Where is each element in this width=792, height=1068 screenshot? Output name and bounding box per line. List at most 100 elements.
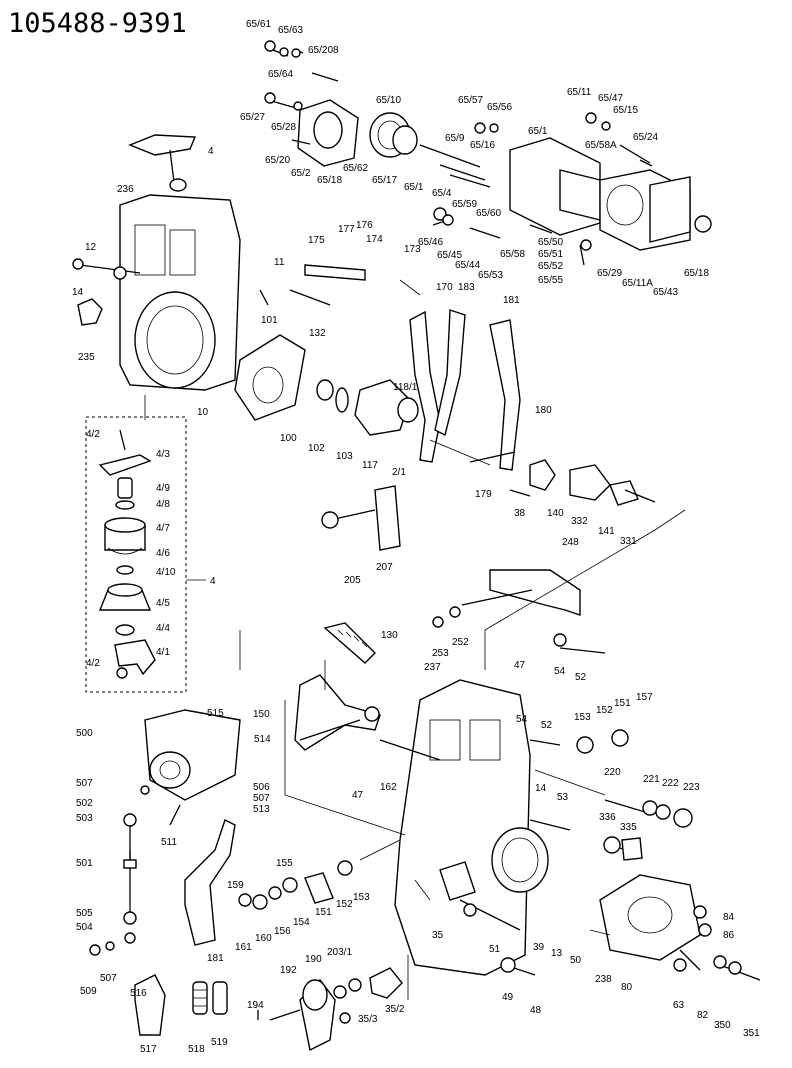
label-222: 222 — [662, 778, 679, 789]
label-203-1: 203/1 — [327, 947, 352, 958]
label-65-62: 65/62 — [343, 163, 368, 174]
label-11: 11 — [274, 257, 285, 268]
label-236: 236 — [117, 184, 134, 195]
label-14a: 14 — [72, 287, 84, 298]
label-152a: 152 — [596, 705, 613, 716]
label-65-58: 65/58 — [500, 249, 525, 260]
governor-levers — [409, 309, 656, 506]
governor-housing — [72, 134, 241, 391]
label-63: 63 — [673, 1000, 685, 1011]
label-223: 223 — [683, 782, 700, 793]
label-350: 350 — [714, 1020, 731, 1031]
label-4-10: 4/10 — [156, 567, 176, 578]
label-48: 48 — [530, 1005, 542, 1016]
label-101: 101 — [261, 315, 278, 326]
label-501: 501 — [76, 858, 93, 869]
label-504: 504 — [76, 922, 93, 933]
label-65-57: 65/57 — [458, 95, 483, 106]
label-82: 82 — [697, 1010, 709, 1021]
label-162: 162 — [380, 782, 397, 793]
label-140: 140 — [547, 508, 564, 519]
label-159: 159 — [227, 880, 244, 891]
label-205: 205 — [344, 575, 361, 586]
label-65-16: 65/16 — [470, 140, 495, 151]
label-335: 335 — [620, 822, 637, 833]
label-65-63: 65/63 — [278, 25, 303, 36]
label-173: 173 — [404, 244, 421, 255]
label-65-64: 65/64 — [268, 69, 293, 80]
top-solenoid-assembly — [264, 40, 712, 266]
label-151a: 151 — [614, 698, 631, 709]
label-180: 180 — [535, 405, 552, 416]
label-179: 179 — [475, 489, 492, 500]
label-509: 509 — [80, 986, 97, 997]
label-103: 103 — [336, 451, 353, 462]
label-39: 39 — [533, 942, 545, 953]
label-65-20: 65/20 — [265, 155, 290, 166]
label-157: 157 — [636, 692, 653, 703]
label-102: 102 — [308, 443, 325, 454]
label-50: 50 — [570, 955, 582, 966]
sub-assembly-4-box — [85, 416, 187, 693]
right-lower-cover — [599, 799, 761, 981]
label-248: 248 — [562, 537, 579, 548]
label-4-8: 4/8 — [156, 499, 170, 510]
label-207: 207 — [376, 562, 393, 573]
label-10: 10 — [197, 407, 209, 418]
label-515: 515 — [207, 708, 224, 719]
label-65-58a: 65/58A — [585, 140, 617, 151]
label-513: 513 — [253, 804, 270, 815]
label-502: 502 — [76, 798, 93, 809]
label-4-7: 4/7 — [156, 523, 170, 534]
label-65-4: 65/4 — [432, 188, 452, 199]
label-65-53: 65/53 — [478, 270, 503, 281]
label-161: 161 — [235, 942, 252, 953]
label-86: 86 — [723, 930, 735, 941]
label-237: 237 — [424, 662, 441, 673]
label-80: 80 — [621, 982, 633, 993]
label-4-4: 4/4 — [156, 623, 170, 634]
label-153b: 153 — [353, 892, 370, 903]
label-52b: 52 — [541, 720, 553, 731]
label-65-9: 65/9 — [445, 133, 465, 144]
label-517: 517 — [140, 1044, 157, 1055]
label-65-1: 65/1 — [528, 126, 548, 137]
label-155: 155 — [276, 858, 293, 869]
label-12: 12 — [85, 242, 97, 253]
label-4-1: 4/1 — [156, 647, 170, 658]
label-47a: 47 — [514, 660, 526, 671]
label-65-1a: 65/1 — [404, 182, 424, 193]
label-65-46: 65/46 — [418, 237, 443, 248]
label-4-9: 4/9 — [156, 483, 170, 494]
label-331: 331 — [620, 536, 637, 547]
lever-150 — [294, 674, 381, 751]
label-84: 84 — [723, 912, 735, 923]
label-4-top: 4 — [208, 146, 214, 157]
label-35-3: 35/3 — [358, 1014, 378, 1025]
label-4-5: 4/5 — [156, 598, 170, 609]
label-154: 154 — [293, 917, 310, 928]
label-65-61: 65/61 — [246, 19, 271, 30]
label-220: 220 — [604, 767, 621, 778]
label-65-43: 65/43 — [653, 287, 678, 298]
label-235: 235 — [78, 352, 95, 363]
label-49: 49 — [502, 992, 514, 1003]
label-65-10: 65/10 — [376, 95, 401, 106]
label-177: 177 — [338, 224, 355, 235]
label-332: 332 — [571, 516, 588, 527]
label-194: 194 — [247, 1000, 264, 1011]
label-65-50: 65/50 — [538, 237, 563, 248]
label-35-2: 35/2 — [385, 1004, 405, 1015]
label-221: 221 — [643, 774, 660, 785]
bottom-190-series — [257, 899, 536, 1052]
flyweight-assembly — [234, 264, 419, 436]
label-65-52: 65/52 — [538, 261, 563, 272]
label-519: 519 — [211, 1037, 228, 1048]
label-253: 253 — [432, 648, 449, 659]
label-54b: 54 — [516, 714, 528, 725]
label-65-18b: 65/18 — [684, 268, 709, 279]
label-4-side: 4 — [210, 576, 216, 587]
label-176: 176 — [356, 220, 373, 231]
label-181b: 181 — [207, 953, 224, 964]
